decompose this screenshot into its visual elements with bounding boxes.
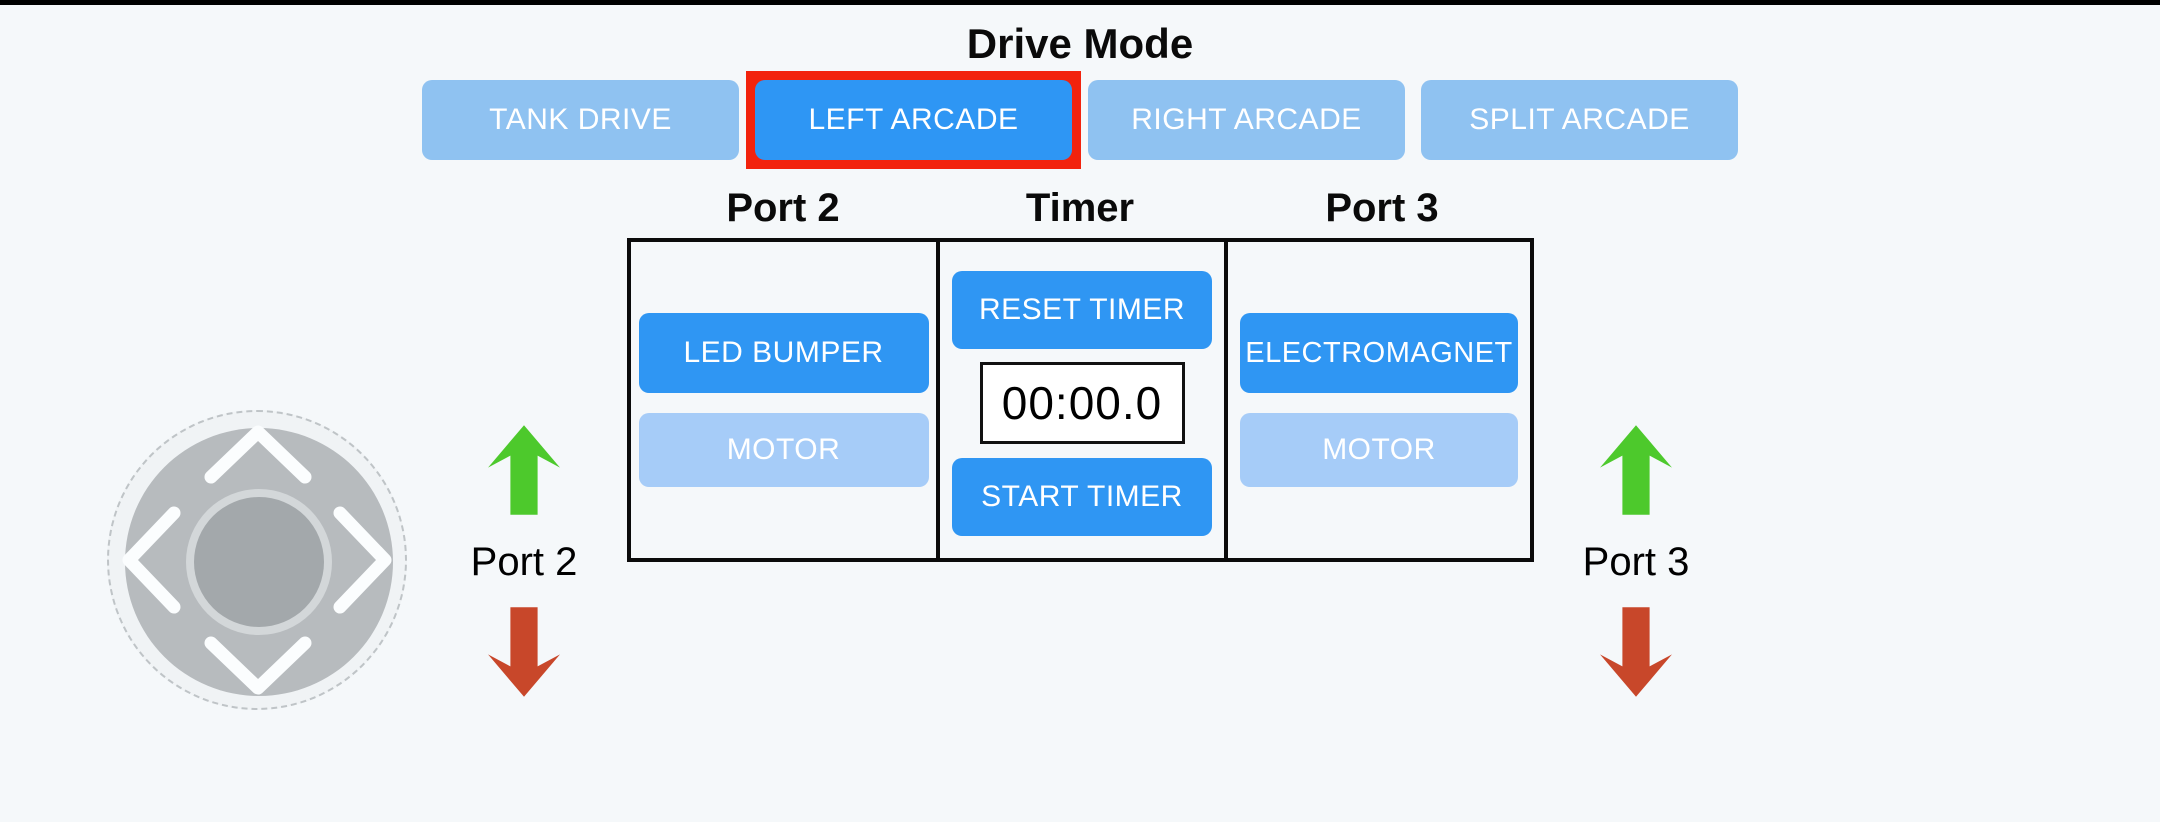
red-down-arrow-icon	[488, 607, 560, 697]
top-black-bar	[0, 0, 2160, 5]
joystick-left-chevron-icon	[122, 506, 181, 614]
port3-motor-button[interactable]: MOTOR	[1240, 413, 1518, 487]
drive-mode-title: Drive Mode	[966, 20, 1194, 67]
virtual-joystick[interactable]	[107, 410, 407, 710]
joystick-right-chevron-icon	[333, 506, 392, 614]
joystick-chevrons	[122, 425, 392, 695]
joystick-up-chevron-icon	[204, 425, 312, 484]
led-bumper-button[interactable]: LED BUMPER	[638, 313, 929, 393]
red-down-arrow-icon	[1600, 607, 1672, 697]
port2-motor-button[interactable]: MOTOR	[638, 413, 929, 487]
left-arcade-button[interactable]: LEFT ARCADE	[755, 80, 1072, 160]
tank-drive-button[interactable]: TANK DRIVE	[422, 80, 739, 160]
joystick-knob[interactable]	[194, 497, 324, 627]
drive-mode-button-row: TANK DRIVE LEFT ARCADE RIGHT ARCADE SPLI…	[422, 71, 1738, 169]
selected-mode-outline: LEFT ARCADE	[746, 71, 1081, 169]
start-timer-button[interactable]: START TIMER	[952, 458, 1212, 536]
green-up-arrow-icon	[488, 425, 560, 515]
timer-column-header: Timer	[1025, 186, 1135, 230]
left-port-label: Port 2	[470, 540, 578, 584]
right-arcade-button[interactable]: RIGHT ARCADE	[1088, 80, 1405, 160]
port3-column: ELECTROMAGNET MOTOR	[1228, 242, 1530, 558]
timer-column: RESET TIMER 00:00.0 START TIMER	[940, 242, 1228, 558]
control-panel-table: LED BUMPER MOTOR RESET TIMER 00:00.0 STA…	[627, 238, 1534, 562]
port2-column-header: Port 2	[726, 186, 840, 230]
reset-timer-button[interactable]: RESET TIMER	[952, 271, 1212, 349]
right-port-label: Port 3	[1582, 540, 1690, 584]
port3-column-header: Port 3	[1325, 186, 1439, 230]
port2-column: LED BUMPER MOTOR	[631, 242, 940, 558]
joystick-down-chevron-icon	[204, 636, 312, 695]
electromagnet-button[interactable]: ELECTROMAGNET	[1240, 313, 1518, 393]
split-arcade-button[interactable]: SPLIT ARCADE	[1421, 80, 1738, 160]
timer-display: 00:00.0	[979, 362, 1185, 444]
green-up-arrow-icon	[1600, 425, 1672, 515]
